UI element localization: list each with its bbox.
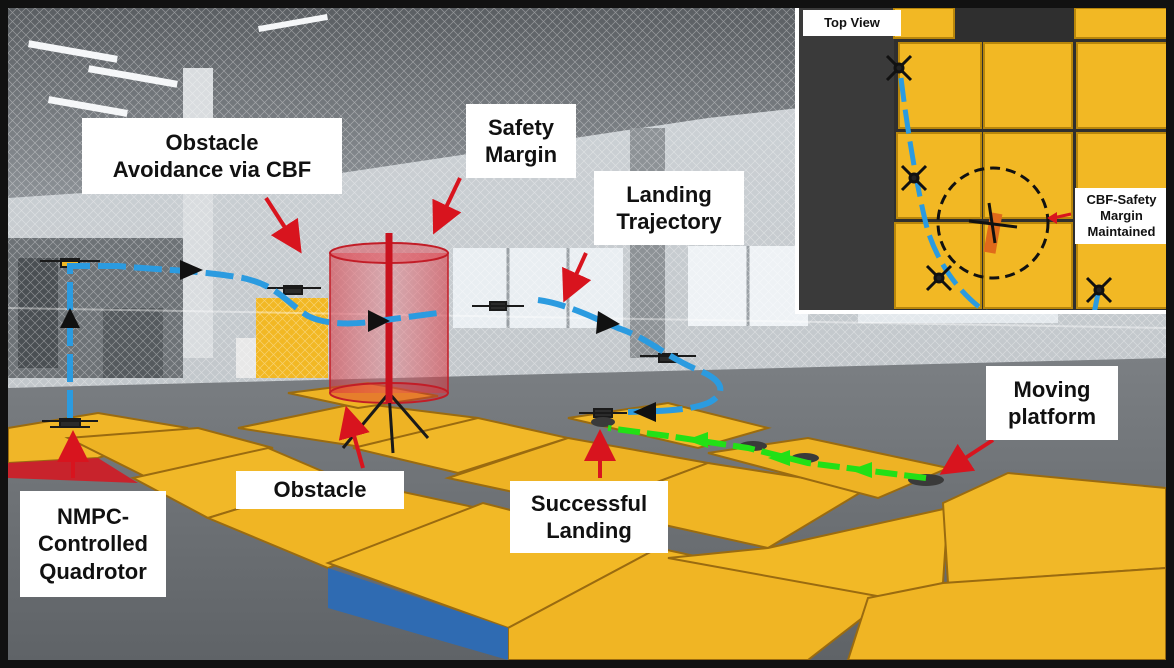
direction-arrows — [60, 260, 656, 422]
top-view-title: Top View — [803, 10, 901, 36]
label-obstacle: Obstacle — [236, 471, 404, 509]
label-successful-landing: Successful Landing — [510, 481, 668, 553]
label-safety-margin: Safety Margin — [466, 104, 576, 178]
platform-path — [607, 425, 927, 481]
top-view-inset: Top View CBF-Safety Margin Maintained — [795, 8, 1166, 314]
flight-trajectory — [67, 263, 724, 418]
label-moving-platform: Moving platform — [986, 366, 1118, 440]
top-view-image — [799, 8, 1166, 310]
label-landing-trajectory: Landing Trajectory — [594, 171, 744, 245]
label-obstacle-avoidance: Obstacle Avoidance via CBF — [82, 118, 342, 194]
green-direction-arrows — [686, 432, 872, 478]
annotation-arrows — [57, 177, 995, 478]
label-nmpc-quadrotor: NMPC- Controlled Quadrotor — [20, 491, 166, 597]
cbf-safety-note: CBF-Safety Margin Maintained — [1075, 188, 1166, 244]
